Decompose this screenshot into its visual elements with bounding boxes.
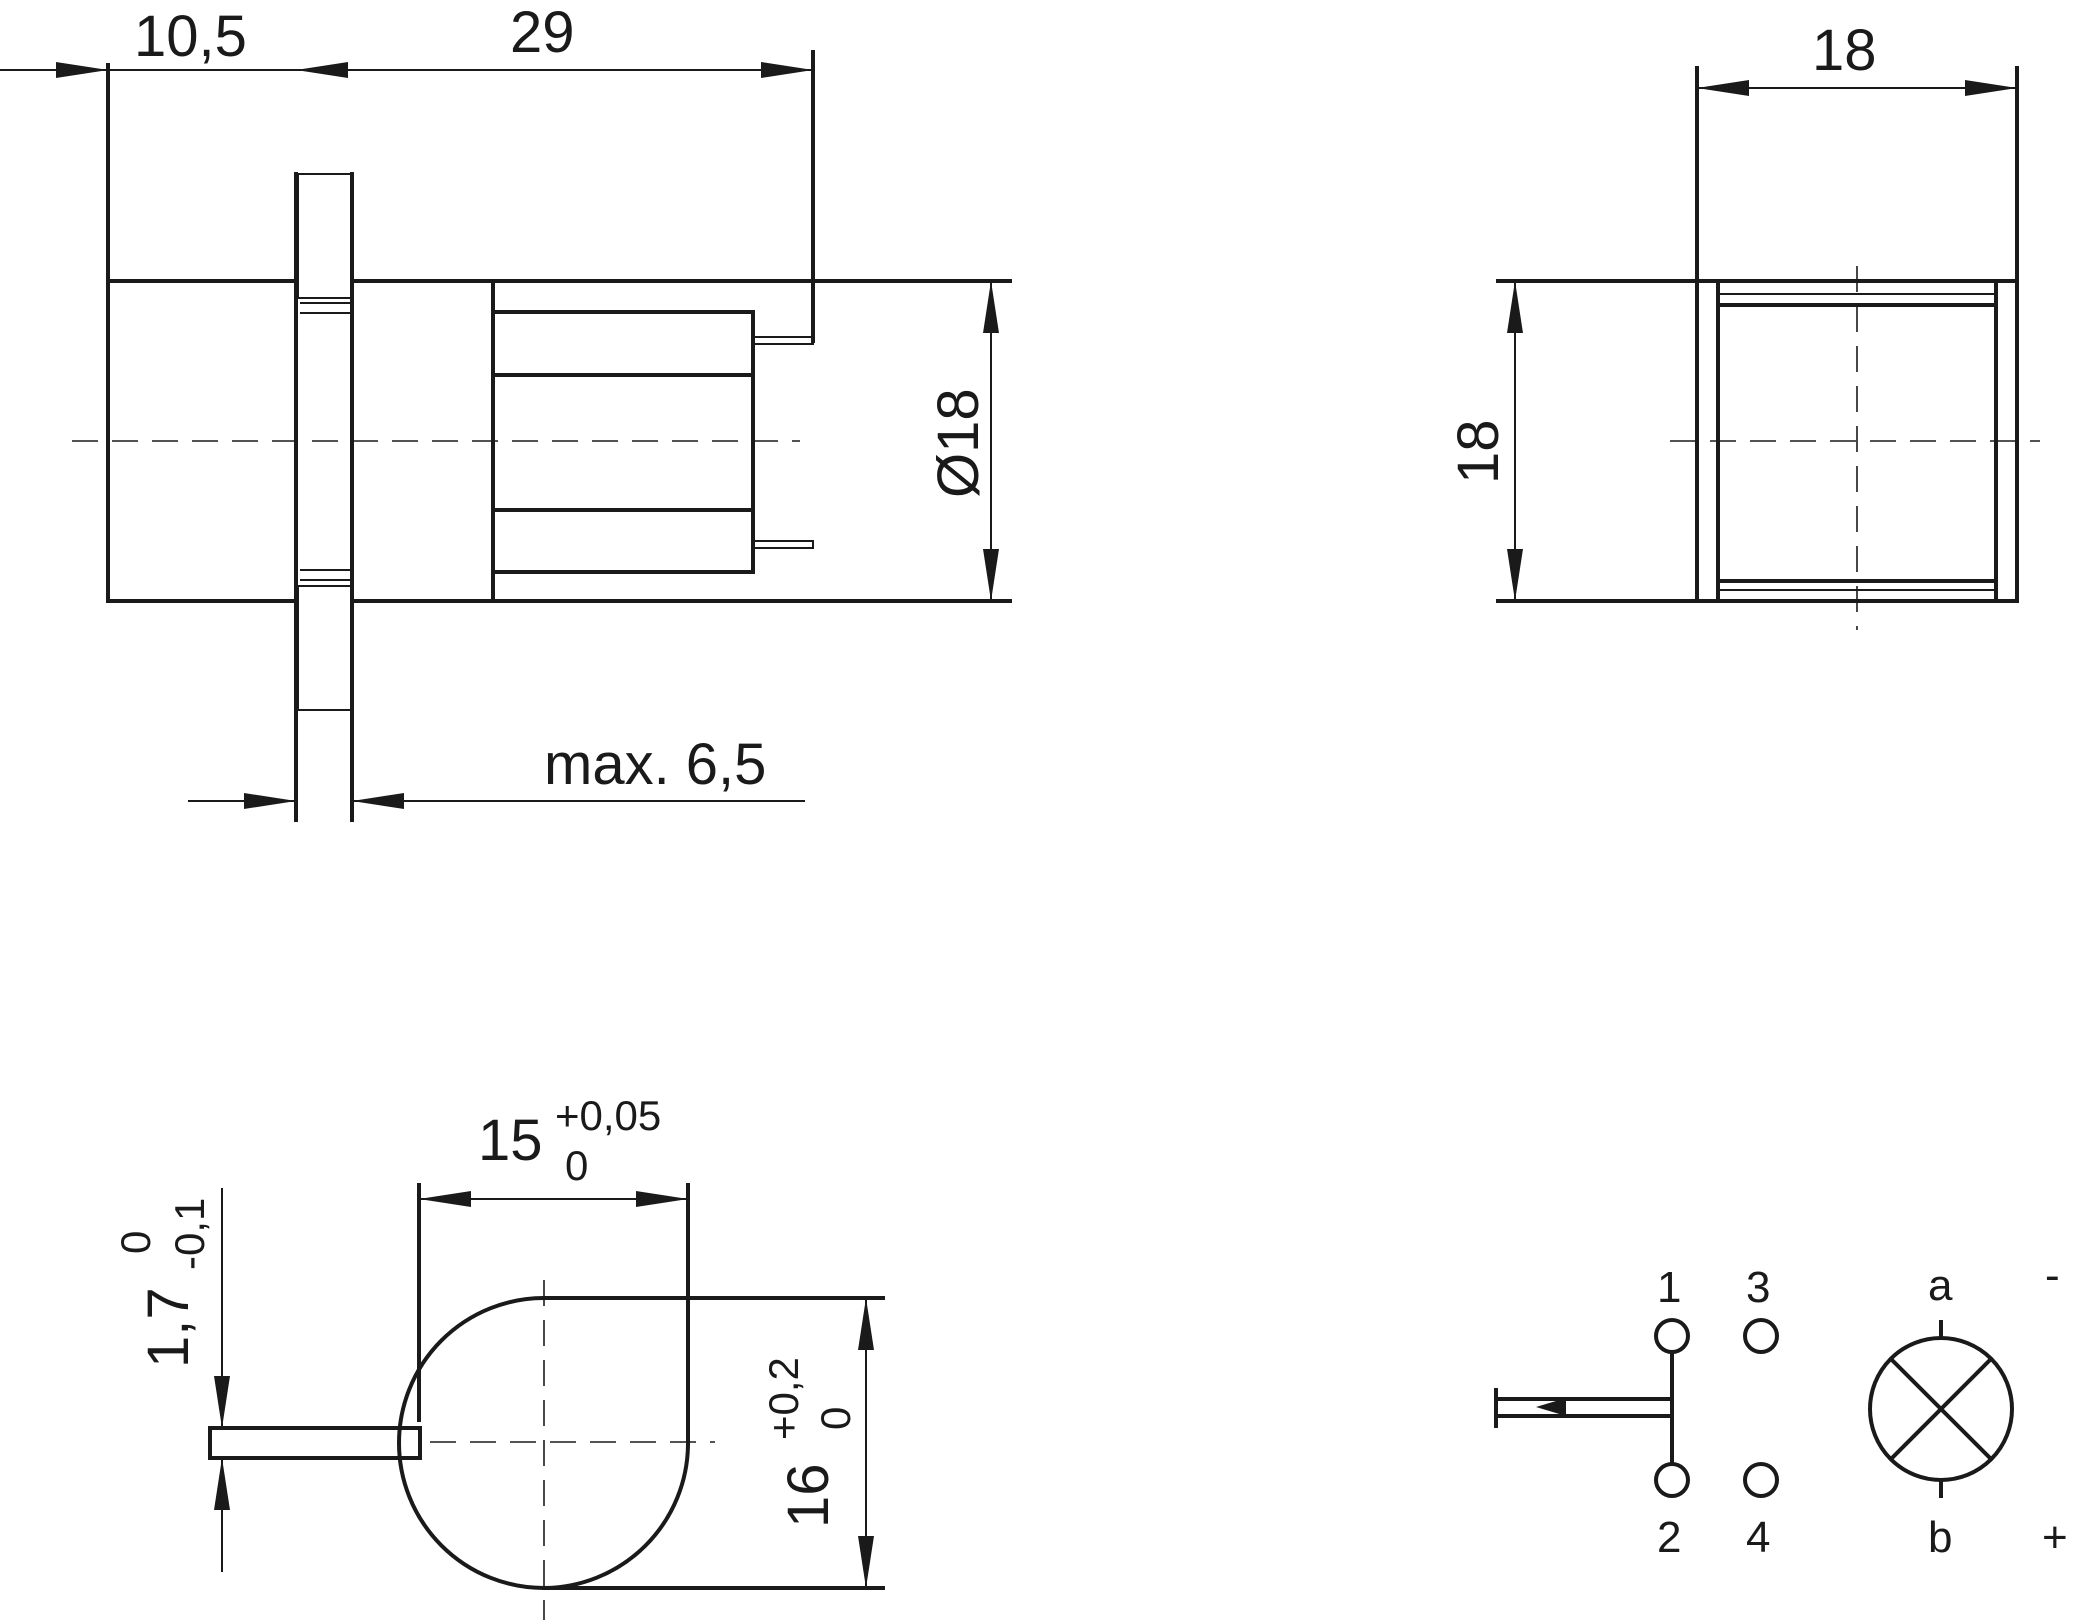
dim-cutout-height-tol-upper: +0,2 — [760, 1357, 807, 1440]
lamp-label-a: a — [1928, 1261, 1953, 1310]
terminal-3 — [1743, 1318, 1779, 1354]
dim-cutout-height-tol-lower: 0 — [812, 1407, 859, 1430]
dim-panel-thickness: max. 6,5 — [544, 732, 766, 797]
dim-key-tol-upper: 0 — [112, 1231, 159, 1254]
dim-key-tol-lower: -0,1 — [166, 1198, 213, 1270]
pin-label-4: 4 — [1746, 1513, 1770, 1562]
dim-flange-offset: 10,5 — [134, 4, 247, 69]
terminal-2 — [1654, 1462, 1690, 1498]
dim-cutout-height: 16 — [776, 1463, 841, 1528]
terminal-1 — [1654, 1318, 1690, 1354]
dim-cutout-width-tol-upper: +0,05 — [555, 1092, 661, 1139]
polarity-minus: - — [2045, 1251, 2060, 1300]
dim-diameter: Ø18 — [926, 388, 991, 498]
pin-label-1: 1 — [1657, 1263, 1681, 1312]
dim-body-length: 29 — [510, 0, 575, 65]
panel-section-top — [297, 173, 353, 299]
key-slot — [208, 1426, 422, 1460]
front-view: 18 18 — [1446, 18, 2040, 630]
terminal-4 — [1743, 1462, 1779, 1498]
circuit-symbol: 1 3 2 4 a b - + — [1494, 1251, 2068, 1562]
lamp-label-b: b — [1928, 1513, 1952, 1562]
panel-section-bottom — [297, 585, 353, 711]
dim-front-height: 18 — [1446, 419, 1511, 484]
dim-cutout-width-tol-lower: 0 — [565, 1142, 588, 1189]
pin-label-2: 2 — [1657, 1513, 1681, 1562]
dim-key-width: 1,7 — [136, 1287, 201, 1368]
pin-lower — [752, 540, 814, 549]
panel-cutout: 15 +0,05 0 16 +0,2 0 1,7 0 -0,1 — [112, 1092, 885, 1620]
dim-front-width: 18 — [1812, 18, 1877, 83]
switch-block — [491, 310, 755, 574]
polarity-plus: + — [2042, 1513, 2068, 1562]
cutout-outline — [397, 1296, 690, 1591]
side-view: 10,5 29 Ø18 max. 6,5 — [0, 0, 1012, 822]
pin-label-3: 3 — [1746, 1263, 1770, 1312]
pin-upper — [752, 336, 814, 345]
actuator-arrow-icon — [1536, 1398, 1566, 1416]
dim-cutout-width: 15 — [478, 1108, 543, 1173]
